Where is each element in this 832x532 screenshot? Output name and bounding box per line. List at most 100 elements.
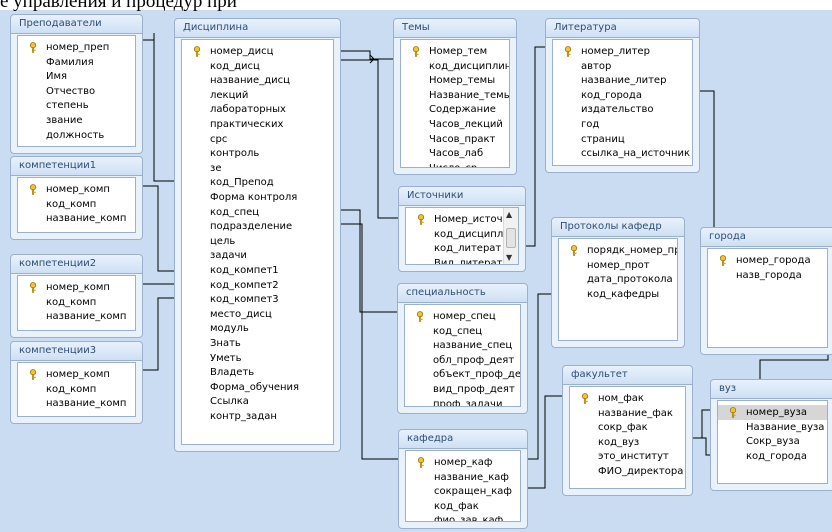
field-row[interactable]: сокращен_каф bbox=[406, 484, 520, 499]
field-row[interactable]: код_фак bbox=[406, 499, 520, 514]
field-row[interactable]: место_дисц bbox=[182, 307, 333, 322]
field-row[interactable]: название_литер bbox=[553, 73, 692, 88]
field-row[interactable]: Содержание bbox=[401, 102, 509, 117]
field-row[interactable]: обл_проф_деят bbox=[405, 353, 520, 368]
field-row[interactable]: номер_дисц bbox=[182, 44, 333, 59]
field-row[interactable]: код_компет1 bbox=[182, 263, 333, 278]
table-title[interactable]: компетенции3 bbox=[11, 342, 142, 361]
field-row[interactable]: код_спец bbox=[405, 324, 520, 339]
field-list[interactable]: Номер_темкод_дисциплиныНомер_темыНазвани… bbox=[400, 39, 510, 168]
field-row[interactable]: Вид_литерат bbox=[406, 256, 518, 264]
field-row[interactable]: номер_литер bbox=[553, 44, 692, 59]
table-title[interactable]: города bbox=[701, 228, 832, 247]
scroll-thumb[interactable] bbox=[506, 228, 516, 248]
field-row[interactable]: проф_задачи bbox=[405, 397, 520, 406]
field-row[interactable]: код_Препод bbox=[182, 175, 333, 190]
field-row[interactable]: автор bbox=[553, 59, 692, 74]
field-row[interactable]: степень bbox=[18, 98, 135, 113]
field-row[interactable]: название_дисц bbox=[182, 73, 333, 88]
field-row[interactable]: фио_зав_каф bbox=[406, 513, 520, 521]
field-row[interactable]: Ссылка bbox=[182, 394, 333, 409]
field-row[interactable]: номер_комп bbox=[18, 280, 135, 295]
field-row[interactable]: лабораторных bbox=[182, 102, 333, 117]
field-row[interactable]: код_города bbox=[718, 449, 827, 464]
field-row[interactable]: год bbox=[553, 117, 692, 132]
field-row[interactable]: зе bbox=[182, 161, 333, 176]
field-row[interactable]: Часов_практ bbox=[401, 132, 509, 147]
field-row[interactable]: ном_фак bbox=[570, 391, 685, 406]
field-row[interactable]: подразделение bbox=[182, 219, 333, 234]
field-row[interactable]: дата_протокола bbox=[559, 272, 677, 287]
field-row[interactable]: Номер_источн bbox=[406, 212, 518, 227]
field-row[interactable]: модуль bbox=[182, 321, 333, 336]
field-row[interactable]: Часов_лекций bbox=[401, 117, 509, 132]
table-temy[interactable]: ТемыНомер_темкод_дисциплиныНомер_темыНаз… bbox=[393, 18, 517, 175]
field-row[interactable]: контр_задан bbox=[182, 409, 333, 424]
field-row[interactable]: контроль bbox=[182, 146, 333, 161]
field-row[interactable]: код_комп bbox=[18, 197, 135, 212]
scroll-up-icon[interactable]: ▲ bbox=[506, 210, 513, 219]
field-row[interactable]: Уметь bbox=[182, 351, 333, 366]
field-row[interactable]: вид_проф_деят bbox=[405, 382, 520, 397]
table-title[interactable]: Протоколы кафедр bbox=[552, 218, 684, 237]
field-row[interactable]: код_комп bbox=[18, 295, 135, 310]
field-row[interactable]: страниц bbox=[553, 132, 692, 147]
field-row[interactable]: название_каф bbox=[406, 470, 520, 485]
field-row[interactable]: назв_города bbox=[708, 268, 827, 283]
field-row[interactable]: код_вуз bbox=[570, 435, 685, 450]
field-row[interactable]: Отчество bbox=[18, 84, 135, 99]
field-row[interactable]: код_дисциплины bbox=[401, 59, 509, 74]
field-row[interactable]: Число_ср bbox=[401, 161, 509, 167]
field-row[interactable]: сокр_фак bbox=[570, 420, 685, 435]
field-row[interactable]: Номер_тем bbox=[401, 44, 509, 59]
field-row[interactable]: срс bbox=[182, 132, 333, 147]
field-row[interactable]: название_комп bbox=[18, 309, 135, 324]
field-row[interactable]: Фамилия bbox=[18, 55, 135, 70]
field-row[interactable]: код_компет2 bbox=[182, 278, 333, 293]
field-row[interactable]: номер_города bbox=[708, 253, 827, 268]
field-row[interactable]: Владеть bbox=[182, 365, 333, 380]
scroll-down-icon[interactable]: ▼ bbox=[506, 253, 513, 262]
field-row[interactable]: задачи bbox=[182, 248, 333, 263]
field-row[interactable]: код_дисципл bbox=[406, 227, 518, 242]
field-row[interactable]: Сокр_вуза bbox=[718, 434, 827, 449]
field-row[interactable]: это_институт bbox=[570, 449, 685, 464]
field-row[interactable]: звание bbox=[18, 113, 135, 128]
table-title[interactable]: вуз bbox=[711, 380, 832, 399]
field-row[interactable]: код_дисц bbox=[182, 59, 333, 74]
field-row[interactable]: издательство bbox=[553, 102, 692, 117]
field-row[interactable]: номер_каф bbox=[406, 455, 520, 470]
field-row[interactable]: Знать bbox=[182, 336, 333, 351]
field-row[interactable]: номер_преп bbox=[18, 40, 135, 55]
field-row[interactable]: Имя bbox=[18, 69, 135, 84]
field-row[interactable]: код_компет3 bbox=[182, 292, 333, 307]
field-row[interactable]: Название_темы bbox=[401, 88, 509, 103]
field-row[interactable]: номер_комп bbox=[18, 182, 135, 197]
table-title[interactable]: компетенции2 bbox=[11, 255, 142, 274]
field-row[interactable]: Форма_обучения bbox=[182, 380, 333, 395]
field-row[interactable]: код_комп bbox=[18, 382, 135, 397]
table-title[interactable]: Темы bbox=[394, 19, 516, 38]
